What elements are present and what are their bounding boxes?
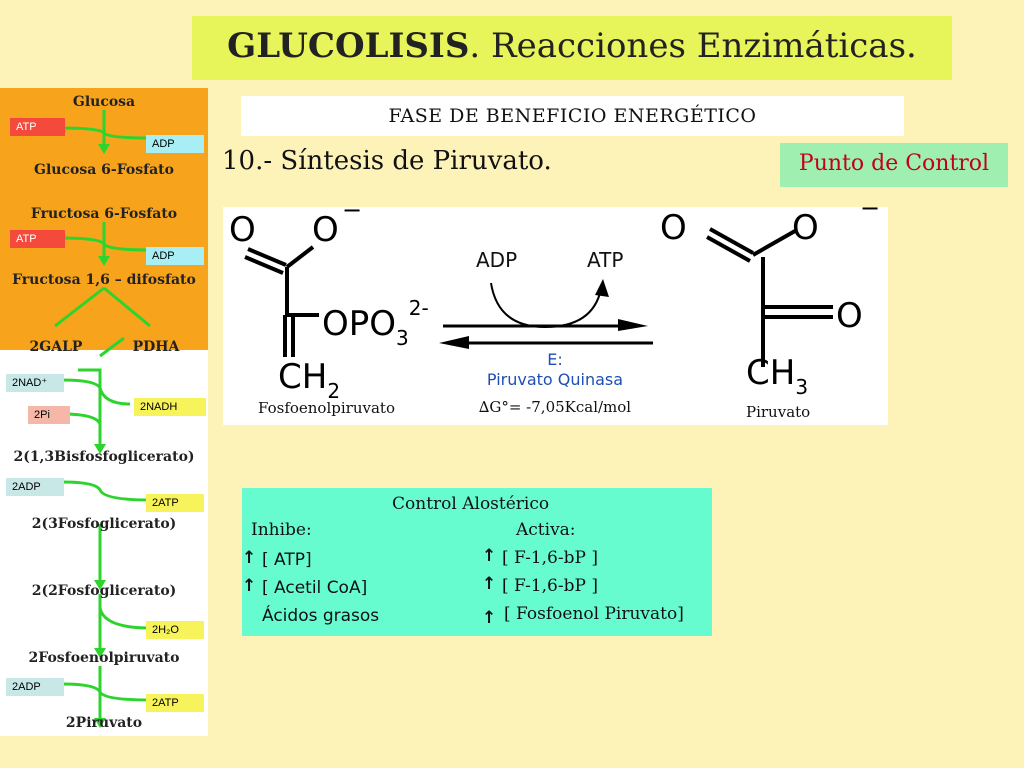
tag-2atp-2: 2ATP — [146, 694, 204, 712]
metabolite-2-fosfoenolpiruvato: 2Fosfoenolpiruvato — [28, 650, 180, 666]
metabolite-glucosa: Glucosa — [72, 94, 136, 110]
delta-g-label: ∆G°= -7,05Kcal/mol — [478, 398, 632, 416]
tag-2nad: 2NAD⁺ — [6, 374, 64, 392]
inhibe-item-3: Ácidos grasos — [262, 606, 380, 626]
activa-item-2: [ F-1,6-bP ] — [502, 576, 598, 596]
tag-atp-2: ATP — [10, 230, 65, 248]
metabolite-3-fosfoglicerato: 2(3Fosfoglicerato) — [31, 516, 177, 532]
cofactor-adp: ADP — [476, 248, 518, 272]
substrate-co-double-1 — [247, 247, 287, 267]
metabolite-2galp: 2GALP — [29, 339, 83, 355]
product-atom-o1: O — [660, 208, 687, 248]
tag-2atp-1: 2ATP — [146, 494, 204, 512]
product-co-single — [752, 229, 796, 257]
tag-adp-2: ADP — [146, 247, 204, 265]
product-label: Piruvato — [746, 403, 811, 421]
phase-banner: FASE DE BENEFICIO ENERGÉTICO — [241, 96, 904, 136]
product-co-double-2 — [706, 235, 751, 263]
title-main: GLUCOLISIS — [227, 26, 470, 66]
title-sub: . Reacciones Enzimáticas. — [469, 26, 917, 66]
up-arrow-icon: ↑ — [482, 546, 497, 566]
control-point-label: Punto de Control — [798, 151, 990, 176]
substrate-ch2-sub: 2 — [327, 379, 341, 403]
substrate-atom-o2: O — [312, 210, 339, 250]
tag-2adp-2: 2ADP — [6, 678, 64, 696]
pathway-arrows — [54, 110, 151, 728]
tag-2nadh: 2NADH — [134, 398, 206, 416]
allosteric-title: Control Alostérico — [392, 494, 550, 514]
activa-item-3: [ Fosfoenol Piruvato] — [504, 604, 684, 624]
tag-atp-1: ATP — [10, 118, 65, 136]
phase-label: FASE DE BENEFICIO ENERGÉTICO — [388, 105, 757, 127]
product-ch: CH — [746, 353, 796, 393]
inhibe-item-2: [ Acetil CoA] — [262, 578, 368, 598]
substrate-opo3-charge: 2- — [408, 296, 429, 320]
substrate-label: Fosfoenolpiruvato — [258, 399, 395, 417]
metabolite-13-bisfosfoglicerato: 2(1,3Bisfosfoglicerato) — [13, 449, 195, 465]
cofactor-atp: ATP — [587, 248, 624, 272]
substrate-ch: CH — [278, 357, 328, 397]
metabolite-fructosa-6-fosfato: Fructosa 6-Fosfato — [30, 206, 178, 222]
up-arrow-icon: ↑ — [242, 576, 257, 596]
product-ch3-sub: 3 — [795, 375, 809, 399]
up-arrow-icon: ↑ — [482, 608, 497, 628]
product-co-double-1 — [709, 227, 754, 255]
substrate-charge-minus: − — [342, 196, 363, 224]
pathway-arrowheads — [94, 144, 110, 728]
up-arrow-icon: ↑ — [482, 574, 497, 594]
metabolite-pdha: PDHA — [132, 339, 180, 355]
metabolite-fructosa-16-difosfato: Fructosa 1,6 – difosfato — [12, 272, 196, 288]
substrate-opo: OPO — [322, 304, 397, 344]
enzyme-name: Piruvato Quinasa — [486, 370, 624, 389]
up-arrow-icon: ↑ — [242, 548, 257, 568]
tag-adp-1: ADP — [146, 135, 204, 153]
enzyme-prefix: E: — [547, 350, 563, 369]
reaction-bonds — [244, 227, 833, 367]
enzyme-label: E: Piruvato Quinasa — [470, 350, 640, 390]
tag-2pi: 2Pi — [28, 406, 70, 424]
product-atom-o3: O — [836, 296, 863, 336]
step-title: 10.- Síntesis de Piruvato. — [222, 146, 552, 176]
allosteric-control-box — [242, 488, 712, 636]
substrate-co-single — [285, 245, 315, 269]
substrate-co-double-2 — [244, 255, 284, 275]
control-point-badge: Punto de Control — [780, 143, 1008, 187]
inhibe-label: Inhibe: — [251, 520, 312, 540]
substrate-atom-o1: O — [229, 210, 256, 250]
activa-label: Activa: — [516, 520, 576, 540]
activa-item-1: [ F-1,6-bP ] — [502, 548, 598, 568]
pathway-arrow-group — [54, 110, 151, 718]
substrate-opo3-sub: 3 — [396, 326, 409, 350]
title-banner: GLUCOLISIS. Reacciones Enzimáticas. — [192, 16, 952, 80]
page-title: GLUCOLISIS. Reacciones Enzimáticas. — [192, 16, 952, 80]
inhibe-item-1: [ ATP] — [262, 550, 312, 570]
product-ch3: CH3 — [746, 353, 808, 399]
metabolite-2-fosfoglicerato: 2(2Fosfoglicerato) — [31, 583, 177, 599]
substrate-opo3: OPO3 2- — [322, 296, 429, 350]
product-atom-o2: O — [792, 208, 819, 248]
substrate-ch2: CH2 — [278, 357, 340, 403]
equilibrium-arrows — [439, 279, 653, 349]
metabolite-2-piruvato: 2Piruvato — [65, 715, 143, 731]
tag-2h2o: 2H₂O — [146, 621, 204, 639]
product-charge-minus: − — [860, 194, 881, 222]
tag-2adp-1: 2ADP — [6, 478, 64, 496]
metabolite-glucosa-6-fosfato: Glucosa 6-Fosfato — [34, 162, 174, 178]
